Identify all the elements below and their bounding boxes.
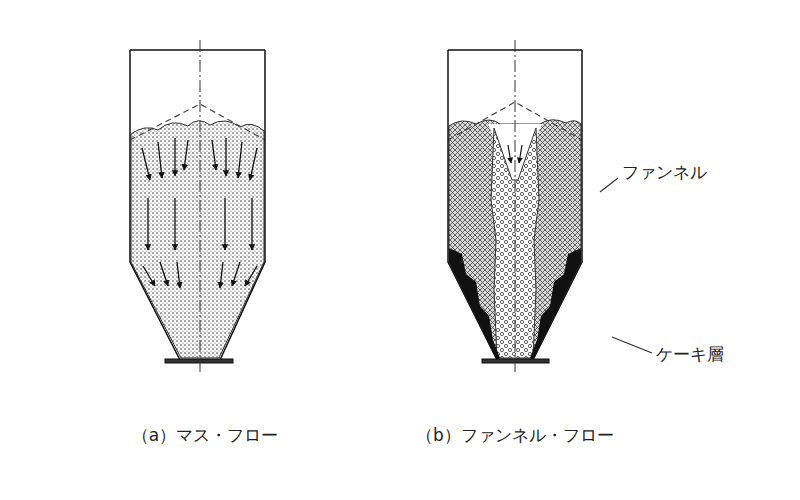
part-label: ケーキ層 [656,344,724,364]
figure-caption: （a）マス・フロー [132,425,278,445]
mass-flow-silo [130,40,265,374]
funnel-flow-silo [448,40,582,374]
figure-caption: （b）ファンネル・フロー [416,425,614,445]
part-label: ファンネル [622,162,707,182]
leader-line [612,337,652,353]
leader-line [600,178,618,192]
